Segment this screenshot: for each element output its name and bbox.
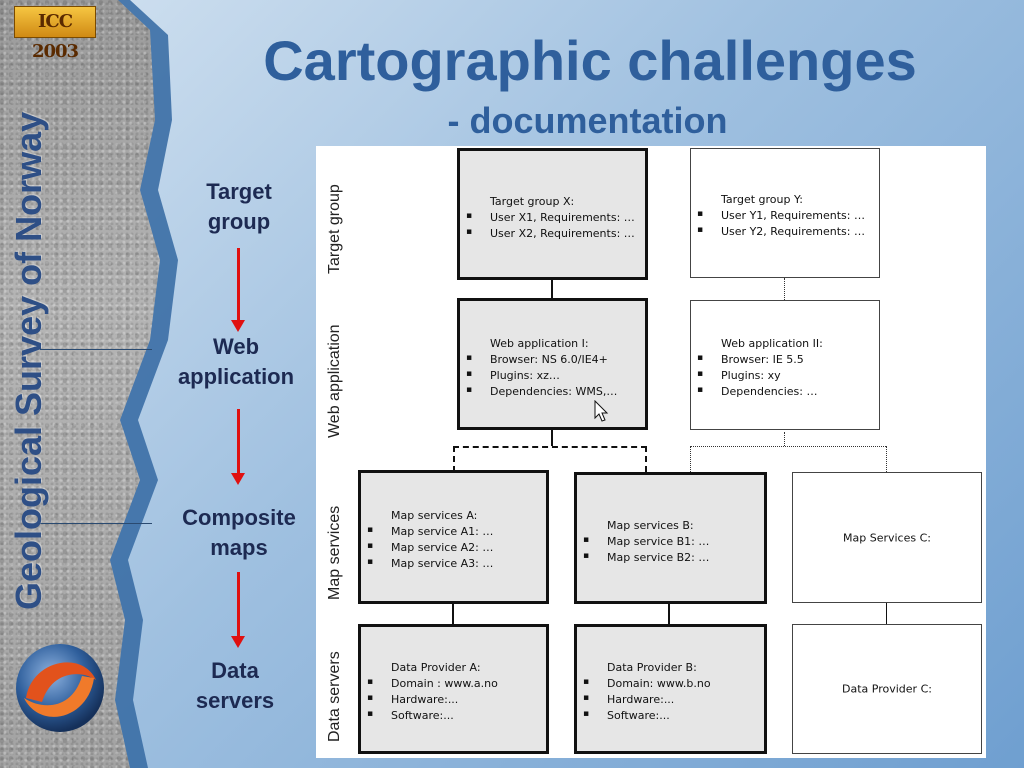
down-arrow-icon	[231, 248, 245, 332]
divider-line	[40, 523, 152, 524]
list-item: Plugins: xz…	[466, 369, 639, 382]
connector-line	[886, 602, 887, 624]
row-label-target-group: Target group	[326, 184, 343, 274]
box-map-services-a: Map services A: Map service A1: … Map se…	[358, 470, 549, 604]
architecture-diagram: Target group Web application Map service…	[316, 146, 986, 758]
box-target-group-y: Target group Y: User Y1, Requirements: ……	[690, 148, 880, 278]
connector-dashed	[453, 446, 647, 448]
box-web-application-1: Web application I: Browser: NS 6.0/IE4+ …	[457, 298, 648, 430]
connector-dashed	[453, 446, 455, 472]
list-item: Hardware:...	[583, 693, 758, 706]
connector-dotted	[690, 446, 886, 447]
row-label-data-servers: Data servers	[326, 651, 343, 742]
connector-dotted	[690, 446, 691, 472]
list-item: Map service A2: …	[367, 541, 540, 554]
connector-line	[668, 602, 670, 624]
mouse-pointer-icon	[594, 400, 609, 422]
list-item: Domain: www.b.no	[583, 677, 758, 690]
connector-dotted	[784, 278, 785, 300]
globe-logo-icon	[16, 644, 104, 732]
list-item: Map service B2: …	[583, 551, 758, 564]
box-web-application-2: Web application II: Browser: IE 5.5 Plug…	[690, 300, 880, 430]
connector-dashed	[645, 446, 647, 472]
list-item: Browser: IE 5.5	[697, 353, 873, 366]
list-item: Map service A1: …	[367, 525, 540, 538]
list-item: Hardware:...	[367, 693, 540, 706]
box-map-services-b: Map services B: Map service B1: … Map se…	[574, 472, 767, 604]
list-item: Map service A3: …	[367, 557, 540, 570]
box-map-services-c: Map Services C:	[792, 472, 982, 603]
connector-dotted	[886, 446, 887, 472]
connector-line	[551, 430, 553, 446]
connector-dotted	[784, 432, 785, 446]
list-item: Dependencies: WMS,…	[466, 385, 639, 398]
connector-line	[452, 602, 454, 624]
list-item: Domain : www.a.no	[367, 677, 540, 690]
divider-line	[40, 349, 152, 350]
list-item: Plugins: xy	[697, 369, 873, 382]
list-item: User X2, Requirements: …	[466, 227, 639, 240]
list-item: Software:...	[367, 709, 540, 722]
list-item: Browser: NS 6.0/IE4+	[466, 353, 639, 366]
list-item: Map service B1: …	[583, 535, 758, 548]
box-data-provider-a: Data Provider A: Domain : www.a.no Hardw…	[358, 624, 549, 754]
list-item: User Y2, Requirements: …	[697, 225, 873, 238]
connector-line	[551, 278, 553, 300]
list-item: User X1, Requirements: …	[466, 211, 639, 224]
list-item: Software:...	[583, 709, 758, 722]
organization-vertical-title: Geological Survey of Norway	[8, 111, 49, 610]
slide-title: Cartographic challenges	[263, 29, 917, 92]
box-data-provider-b: Data Provider B: Domain: www.b.no Hardwa…	[574, 624, 767, 754]
down-arrow-icon	[231, 572, 245, 648]
row-label-map-services: Map services	[326, 505, 343, 600]
down-arrow-icon	[231, 409, 245, 485]
box-data-provider-c: Data Provider C:	[792, 624, 982, 754]
box-target-group-x: Target group X: User X1, Requirements: ……	[457, 148, 648, 280]
row-label-web-application: Web application	[326, 324, 343, 438]
icc-logo-icon: ICC 2003	[14, 6, 96, 62]
list-item: Dependencies: …	[697, 385, 873, 398]
list-item: User Y1, Requirements: …	[697, 209, 873, 222]
slide-subtitle: - documentation	[447, 100, 728, 141]
